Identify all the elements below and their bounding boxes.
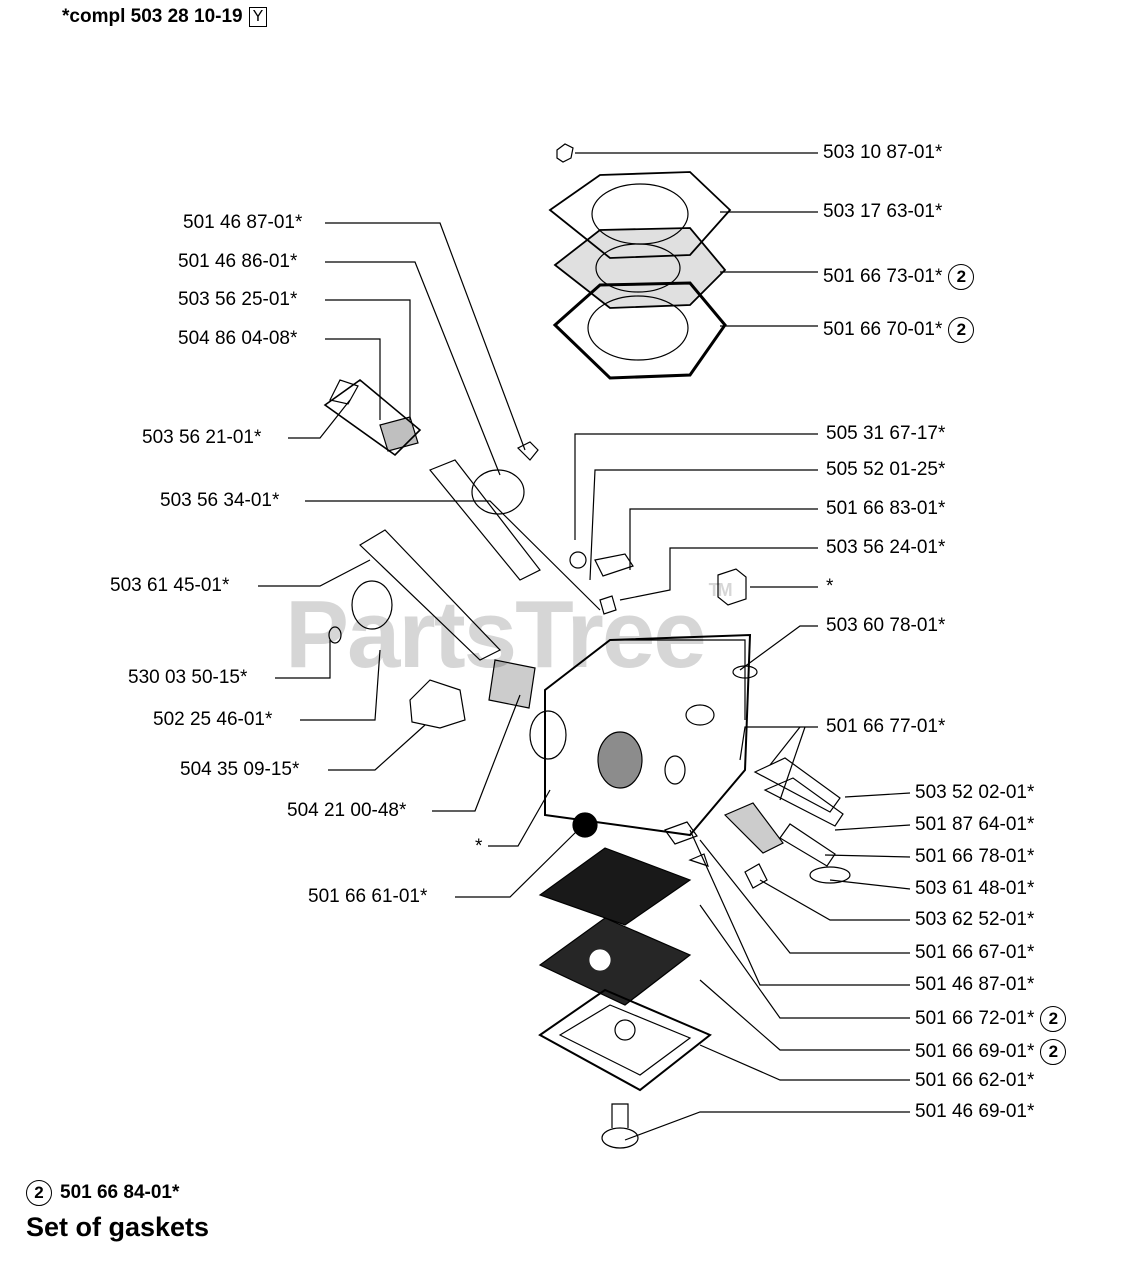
part-number: 501 46 87-01* xyxy=(183,212,303,233)
part-number: 503 56 24-01* xyxy=(826,537,946,558)
part-label[interactable]: 503 56 34-01* xyxy=(160,490,279,512)
part-number: 503 52 02-01* xyxy=(915,782,1035,803)
assembly-header: *compl 503 28 10-19 Y xyxy=(62,6,268,28)
callout-circle-icon: 2 xyxy=(26,1180,52,1206)
part-number: 501 46 69-01* xyxy=(915,1101,1035,1122)
part-number: * xyxy=(826,576,834,597)
part-label[interactable]: 504 21 00-48* xyxy=(287,800,406,822)
part-label[interactable]: 501 46 87-01* xyxy=(915,974,1034,996)
part-number: 501 66 61-01* xyxy=(308,886,428,907)
part-label[interactable]: * xyxy=(475,836,482,858)
gasket-kit-number[interactable]: 501 66 84-01* xyxy=(60,1182,180,1203)
part-number: 501 66 62-01* xyxy=(915,1070,1035,1091)
part-number: 501 66 78-01* xyxy=(915,846,1035,867)
part-number: 505 52 01-25* xyxy=(826,459,946,480)
part-label[interactable]: 503 56 21-01* xyxy=(142,427,261,449)
part-number: 503 60 78-01* xyxy=(826,615,946,636)
part-number: 501 46 87-01* xyxy=(915,974,1035,995)
part-number: 501 66 77-01* xyxy=(826,716,946,737)
callout-circle-icon: 2 xyxy=(1040,1039,1067,1065)
part-label[interactable]: 501 66 62-01* xyxy=(915,1070,1034,1092)
part-label[interactable]: 530 03 50-15* xyxy=(128,667,247,689)
part-label[interactable]: 503 10 87-01* xyxy=(823,142,942,164)
part-number: 503 17 63-01* xyxy=(823,201,943,222)
variant-box: Y xyxy=(248,7,268,27)
part-number: * xyxy=(475,836,483,857)
part-number: 503 62 52-01* xyxy=(915,909,1035,930)
part-label[interactable]: 502 25 46-01* xyxy=(153,709,272,731)
part-number: 504 21 00-48* xyxy=(287,800,407,821)
part-label[interactable]: 504 86 04-08* xyxy=(178,328,297,350)
part-number: 504 35 09-15* xyxy=(180,759,300,780)
part-number: 501 66 73-01* xyxy=(823,266,943,288)
part-number: 503 10 87-01* xyxy=(823,142,943,163)
part-label[interactable]: 501 66 73-01*2 xyxy=(823,264,975,290)
gasket-kit-line: 2 501 66 84-01* xyxy=(26,1180,209,1206)
part-number: 501 66 67-01* xyxy=(915,942,1035,963)
gasket-kit-footer: 2 501 66 84-01* Set of gaskets xyxy=(26,1180,209,1243)
part-label[interactable]: 501 46 86-01* xyxy=(178,251,297,273)
part-number: 503 61 48-01* xyxy=(915,878,1035,899)
part-number: 501 87 64-01* xyxy=(915,814,1035,835)
part-label[interactable]: 503 61 48-01* xyxy=(915,878,1034,900)
callout-circle-icon: 2 xyxy=(948,317,975,343)
watermark-text: PartsTree xyxy=(285,581,707,688)
part-label[interactable]: 501 66 72-01*2 xyxy=(915,1006,1067,1032)
part-label[interactable]: 501 66 67-01* xyxy=(915,942,1034,964)
part-label[interactable]: 501 66 83-01* xyxy=(826,498,945,520)
part-label[interactable]: 501 66 78-01* xyxy=(915,846,1034,868)
part-number: 504 86 04-08* xyxy=(178,328,298,349)
trademark-mark: TM xyxy=(708,580,733,600)
part-label[interactable]: 503 61 45-01* xyxy=(110,575,229,597)
part-label[interactable]: 503 17 63-01* xyxy=(823,201,942,223)
part-label[interactable]: 501 66 61-01* xyxy=(308,886,427,908)
part-number: 501 66 72-01* xyxy=(915,1008,1035,1030)
part-label[interactable]: 501 87 64-01* xyxy=(915,814,1034,836)
part-label[interactable]: 504 35 09-15* xyxy=(180,759,299,781)
part-number: 501 46 86-01* xyxy=(178,251,298,272)
part-label[interactable]: 505 52 01-25* xyxy=(826,459,945,481)
part-number: 501 66 69-01* xyxy=(915,1041,1035,1063)
part-number: 501 66 70-01* xyxy=(823,319,943,341)
part-number: 503 56 25-01* xyxy=(178,289,298,310)
part-label[interactable]: 503 62 52-01* xyxy=(915,909,1034,931)
part-number: 530 03 50-15* xyxy=(128,667,248,688)
part-label[interactable]: 503 52 02-01* xyxy=(915,782,1034,804)
assembly-number: *compl 503 28 10-19 xyxy=(62,6,243,27)
gasket-kit-title: Set of gaskets xyxy=(26,1212,210,1242)
part-label[interactable]: 503 56 25-01* xyxy=(178,289,297,311)
part-number: 503 56 21-01* xyxy=(142,427,262,448)
part-number: 505 31 67-17* xyxy=(826,423,946,444)
part-label[interactable]: * xyxy=(826,576,833,598)
part-label[interactable]: 505 31 67-17* xyxy=(826,423,945,445)
callout-circle-icon: 2 xyxy=(1040,1006,1067,1032)
callout-circle-icon: 2 xyxy=(948,264,975,290)
part-label[interactable]: 501 66 77-01* xyxy=(826,716,945,738)
part-label[interactable]: 501 46 69-01* xyxy=(915,1101,1034,1123)
part-label[interactable]: 501 66 70-01*2 xyxy=(823,317,975,343)
part-label[interactable]: 501 66 69-01*2 xyxy=(915,1039,1067,1065)
part-number: 503 56 34-01* xyxy=(160,490,280,511)
part-label[interactable]: 503 60 78-01* xyxy=(826,615,945,637)
part-number: 501 66 83-01* xyxy=(826,498,946,519)
part-number: 503 61 45-01* xyxy=(110,575,230,596)
part-number: 502 25 46-01* xyxy=(153,709,273,730)
part-label[interactable]: 501 46 87-01* xyxy=(183,212,302,234)
part-label[interactable]: 503 56 24-01* xyxy=(826,537,945,559)
